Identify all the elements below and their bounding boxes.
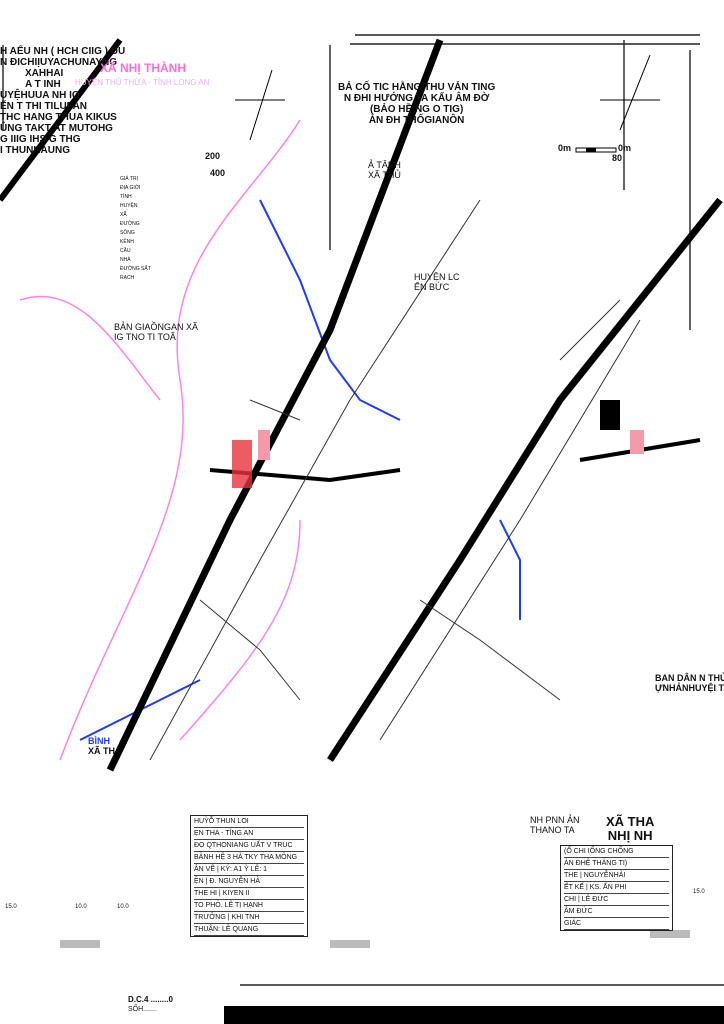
admin-boundary xyxy=(19,119,301,761)
table-row: TRƯỞNG | KHI TNH xyxy=(194,912,304,924)
label-line: HUYỆN LC xyxy=(414,272,460,282)
table-row: THE HI | KIYEN II xyxy=(194,888,304,900)
label-line: IG TNO TI TOÃ xyxy=(114,332,176,342)
commune-title: XÃ NHỊ THÀNH xyxy=(100,61,186,75)
footer-code: D.C.4 ........0 xyxy=(128,995,173,1004)
header-line: THC HANG THUA KIKUS xyxy=(0,112,117,123)
table-row: BẢNH HỆ 3 HÀ TKY THA MÔNG xyxy=(194,852,304,864)
highlighted-parcels xyxy=(232,400,644,488)
section-label: 10.0 xyxy=(75,904,87,910)
table-row: TO PHÓ. LÊ TỊ HẠNH xyxy=(194,900,304,912)
table-row: (Ổ CHI IỐNG CHỐNG xyxy=(564,846,669,858)
table-row: ÂN VẼ | KÝ: A1 Ỳ LÊ: 1 xyxy=(194,864,304,876)
table-row: ÂM ĐỨC xyxy=(564,906,669,918)
table-row: ĐO QTHONIANG UẤT V TRUC xyxy=(194,840,304,852)
header-line: UYỆHUUA NH IG xyxy=(0,90,80,101)
commune-subtitle: HUYỆN THỦ THỪA - TỈNH LONG AN xyxy=(75,78,210,87)
header-left: H AỂU NH ( HCH CIIG ) DU N ĐICHIỊUYACHUN… xyxy=(0,46,125,156)
title-line: N ĐHI HƯỚNG TA KẤU ÂM ĐỜ xyxy=(343,93,490,104)
label-line: XÃ THA xyxy=(606,814,655,829)
legend-item: TỈNH xyxy=(120,194,132,200)
section-label: 10.0 xyxy=(117,904,129,910)
table-row: CHI | LÊ ĐỨC xyxy=(564,894,669,906)
title-line: ẢN ĐH THỐGIANÔN xyxy=(368,115,465,126)
table-row: THE | NGUYỄNHẢI xyxy=(564,870,669,882)
title-line: BẢ CỐ TIC HẰNG THU VẢN TING xyxy=(338,82,496,93)
scale-400: 400 xyxy=(210,168,226,178)
legend-item: KÊNH xyxy=(120,239,134,245)
header-line: I THUNHAUNG xyxy=(0,145,70,156)
minor-roads xyxy=(149,199,641,761)
table-row: ẸN THA - TỈNG AN xyxy=(194,828,304,840)
legend-item: ĐƯỜNG xyxy=(120,221,140,227)
section-label: 15.0 xyxy=(693,889,705,895)
table-row: ẢN ĐHỆ THẢNG TI) xyxy=(564,858,669,870)
legend-item: ĐỊA GIỚI xyxy=(120,185,141,191)
label-line: NHỊ NH xyxy=(607,828,653,843)
title-block-table: HUỲỖ THUN LOI ẸN THA - TỈNG AN ĐO QTHONI… xyxy=(190,815,308,937)
label-line: XÃ TH xyxy=(88,746,115,756)
scale-200: 200 xyxy=(205,151,221,161)
black-bar xyxy=(224,1006,724,1024)
legend-item: RẠCH xyxy=(120,275,135,281)
title-line: (BẢO HỀ NG O TIG) xyxy=(369,104,464,115)
scale-left-label: 0m xyxy=(558,143,572,153)
label-line: BÌNH xyxy=(88,736,110,746)
table-row: ẾT KẾ | KS. ẤN PHI xyxy=(564,882,669,894)
section-label: 15.0 xyxy=(5,904,17,910)
label-line: BAN DÂN N THỦA xyxy=(655,673,724,683)
table-row: HUỲỖ THUN LOI xyxy=(194,816,304,828)
north-arrow-icon xyxy=(235,54,660,141)
header-line: ỦNG TAKT AT MUTOHG xyxy=(0,123,113,134)
table-row: THUẬN: LÊ QUANG xyxy=(194,924,304,936)
right-title-block: (Ổ CHI IỐNG CHỐNG ẢN ĐHỆ THẢNG TI) THE |… xyxy=(560,845,673,931)
label-line: BẢN GIAỒNGAN XÃ xyxy=(114,322,199,332)
header-line: A T INH xyxy=(25,79,61,90)
label-line: ẾN BỨC xyxy=(414,282,450,292)
scale-right-label: 0m xyxy=(618,143,632,153)
label-line: NH PNN ẢN xyxy=(530,815,580,825)
label-line: Ả TÂNH xyxy=(368,160,401,170)
legend-item: HUYỆN xyxy=(120,203,138,209)
header-line: XAHHAI xyxy=(25,68,64,79)
header-line: G IIIG IHS G THG xyxy=(0,134,81,145)
header-line: ẾN T THI TILUPAN xyxy=(0,101,88,112)
table-row: ỆN | Đ. NGUYỄN HÀ xyxy=(194,876,304,888)
cross-section-hatch xyxy=(60,930,690,948)
label-ban-dan: BAN DÂN N THỦAỰNHẢNHUYỆI THỦ xyxy=(655,673,724,693)
legend-item: XÃ xyxy=(120,212,127,218)
label-line: ỰNHẢNHUYỆI THỦ xyxy=(655,683,724,693)
legend: GIÁ TRỊ ĐỊA GIỚI TỈNH HUYỆN XÃ ĐƯỜNG SÔN… xyxy=(120,175,151,283)
legend-item: GIÁ TRỊ xyxy=(120,176,138,182)
legend-item: CẦU xyxy=(120,248,131,254)
scale-bar xyxy=(575,147,617,153)
legend-item: SÔNG xyxy=(120,230,135,236)
label-line: XÃ THỦ xyxy=(368,170,401,180)
legend-item: NHÀ xyxy=(120,257,131,263)
sheet-borders xyxy=(2,34,724,986)
header-line: H AỂU NH ( HCH CIIG ) DU xyxy=(0,46,126,57)
footer-code: SỐH....... xyxy=(128,1006,157,1013)
center-title: BẢ CỐ TIC HẰNG THU VẢN TING N ĐHI HƯỚNG … xyxy=(338,82,495,126)
scale-value: 80 xyxy=(612,153,623,163)
label-line: THANO TA xyxy=(530,825,575,835)
table-row: GIÁC xyxy=(564,918,669,930)
legend-item: ĐƯỜNG SẮT xyxy=(120,266,151,272)
header-line: N ĐICHIỊUYACHUNAYNG xyxy=(0,57,118,68)
